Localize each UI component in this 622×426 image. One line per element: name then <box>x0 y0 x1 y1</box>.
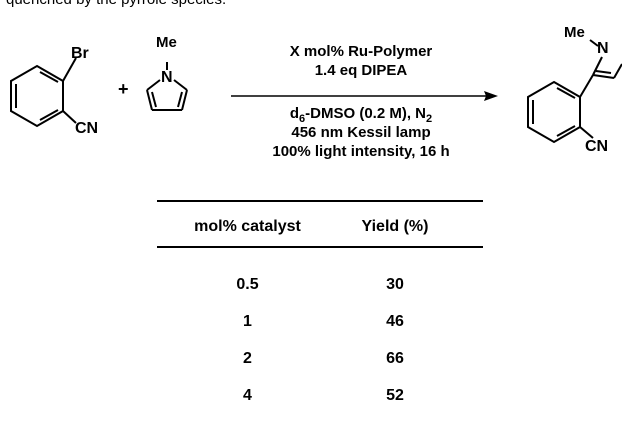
product-methyl-label: Me <box>564 24 585 41</box>
table-header-row: mol% catalyst Yield (%) <box>160 202 455 250</box>
header-text-fragment: quenched by the pyrrole species. <box>6 0 226 8</box>
condition-intensity-time: 100% light intensity, 16 h <box>272 143 450 160</box>
plus-sign: + <box>118 79 129 99</box>
table-row: 1 46 <box>160 303 455 340</box>
cell-yield: 52 <box>386 386 404 404</box>
cell-catalyst: 1 <box>243 312 252 330</box>
cyano-label: CN <box>75 120 98 137</box>
condition-light-source: 456 nm Kessil lamp <box>291 124 431 141</box>
table-top-rule <box>157 200 483 202</box>
cell-yield: 46 <box>386 312 404 330</box>
table-header-rule <box>157 246 483 248</box>
condition-solvent: d6-DMSO (0.2 M), N2 <box>289 105 433 125</box>
cell-yield: 66 <box>386 349 404 367</box>
table-row: 0.5 30 <box>160 266 455 303</box>
reaction-arrow <box>231 91 498 101</box>
product-cyano-label: CN <box>585 138 608 155</box>
cell-catalyst: 2 <box>243 349 252 367</box>
reactant-benzene-ring <box>10 57 77 128</box>
reaction-scheme: Br CN + Me N Me N CN <box>10 24 622 155</box>
product-pyrrole-ring <box>589 39 622 79</box>
condition-catalyst: X mol% Ru-Polymer <box>289 43 433 60</box>
cell-catalyst: 4 <box>243 386 252 404</box>
bromo-label: Br <box>71 45 89 62</box>
pyrrole-ring <box>146 62 188 111</box>
product-nitrogen-label: N <box>597 40 609 57</box>
table-row: 4 52 <box>160 377 455 414</box>
cell-catalyst: 0.5 <box>236 275 259 293</box>
table-row: 2 66 <box>160 340 455 377</box>
pyrrole-nitrogen-label: N <box>161 69 173 86</box>
methyl-label: Me <box>156 34 177 51</box>
product-benzene-ring <box>527 74 594 144</box>
condition-base: 1.4 eq DIPEA <box>314 62 408 79</box>
header-yield: Yield (%) <box>361 218 429 235</box>
results-table: mol% catalyst Yield (%) 0.5 30 1 46 2 66… <box>160 202 455 414</box>
cell-yield: 30 <box>386 275 404 293</box>
header-mol-catalyst: mol% catalyst <box>194 218 301 235</box>
